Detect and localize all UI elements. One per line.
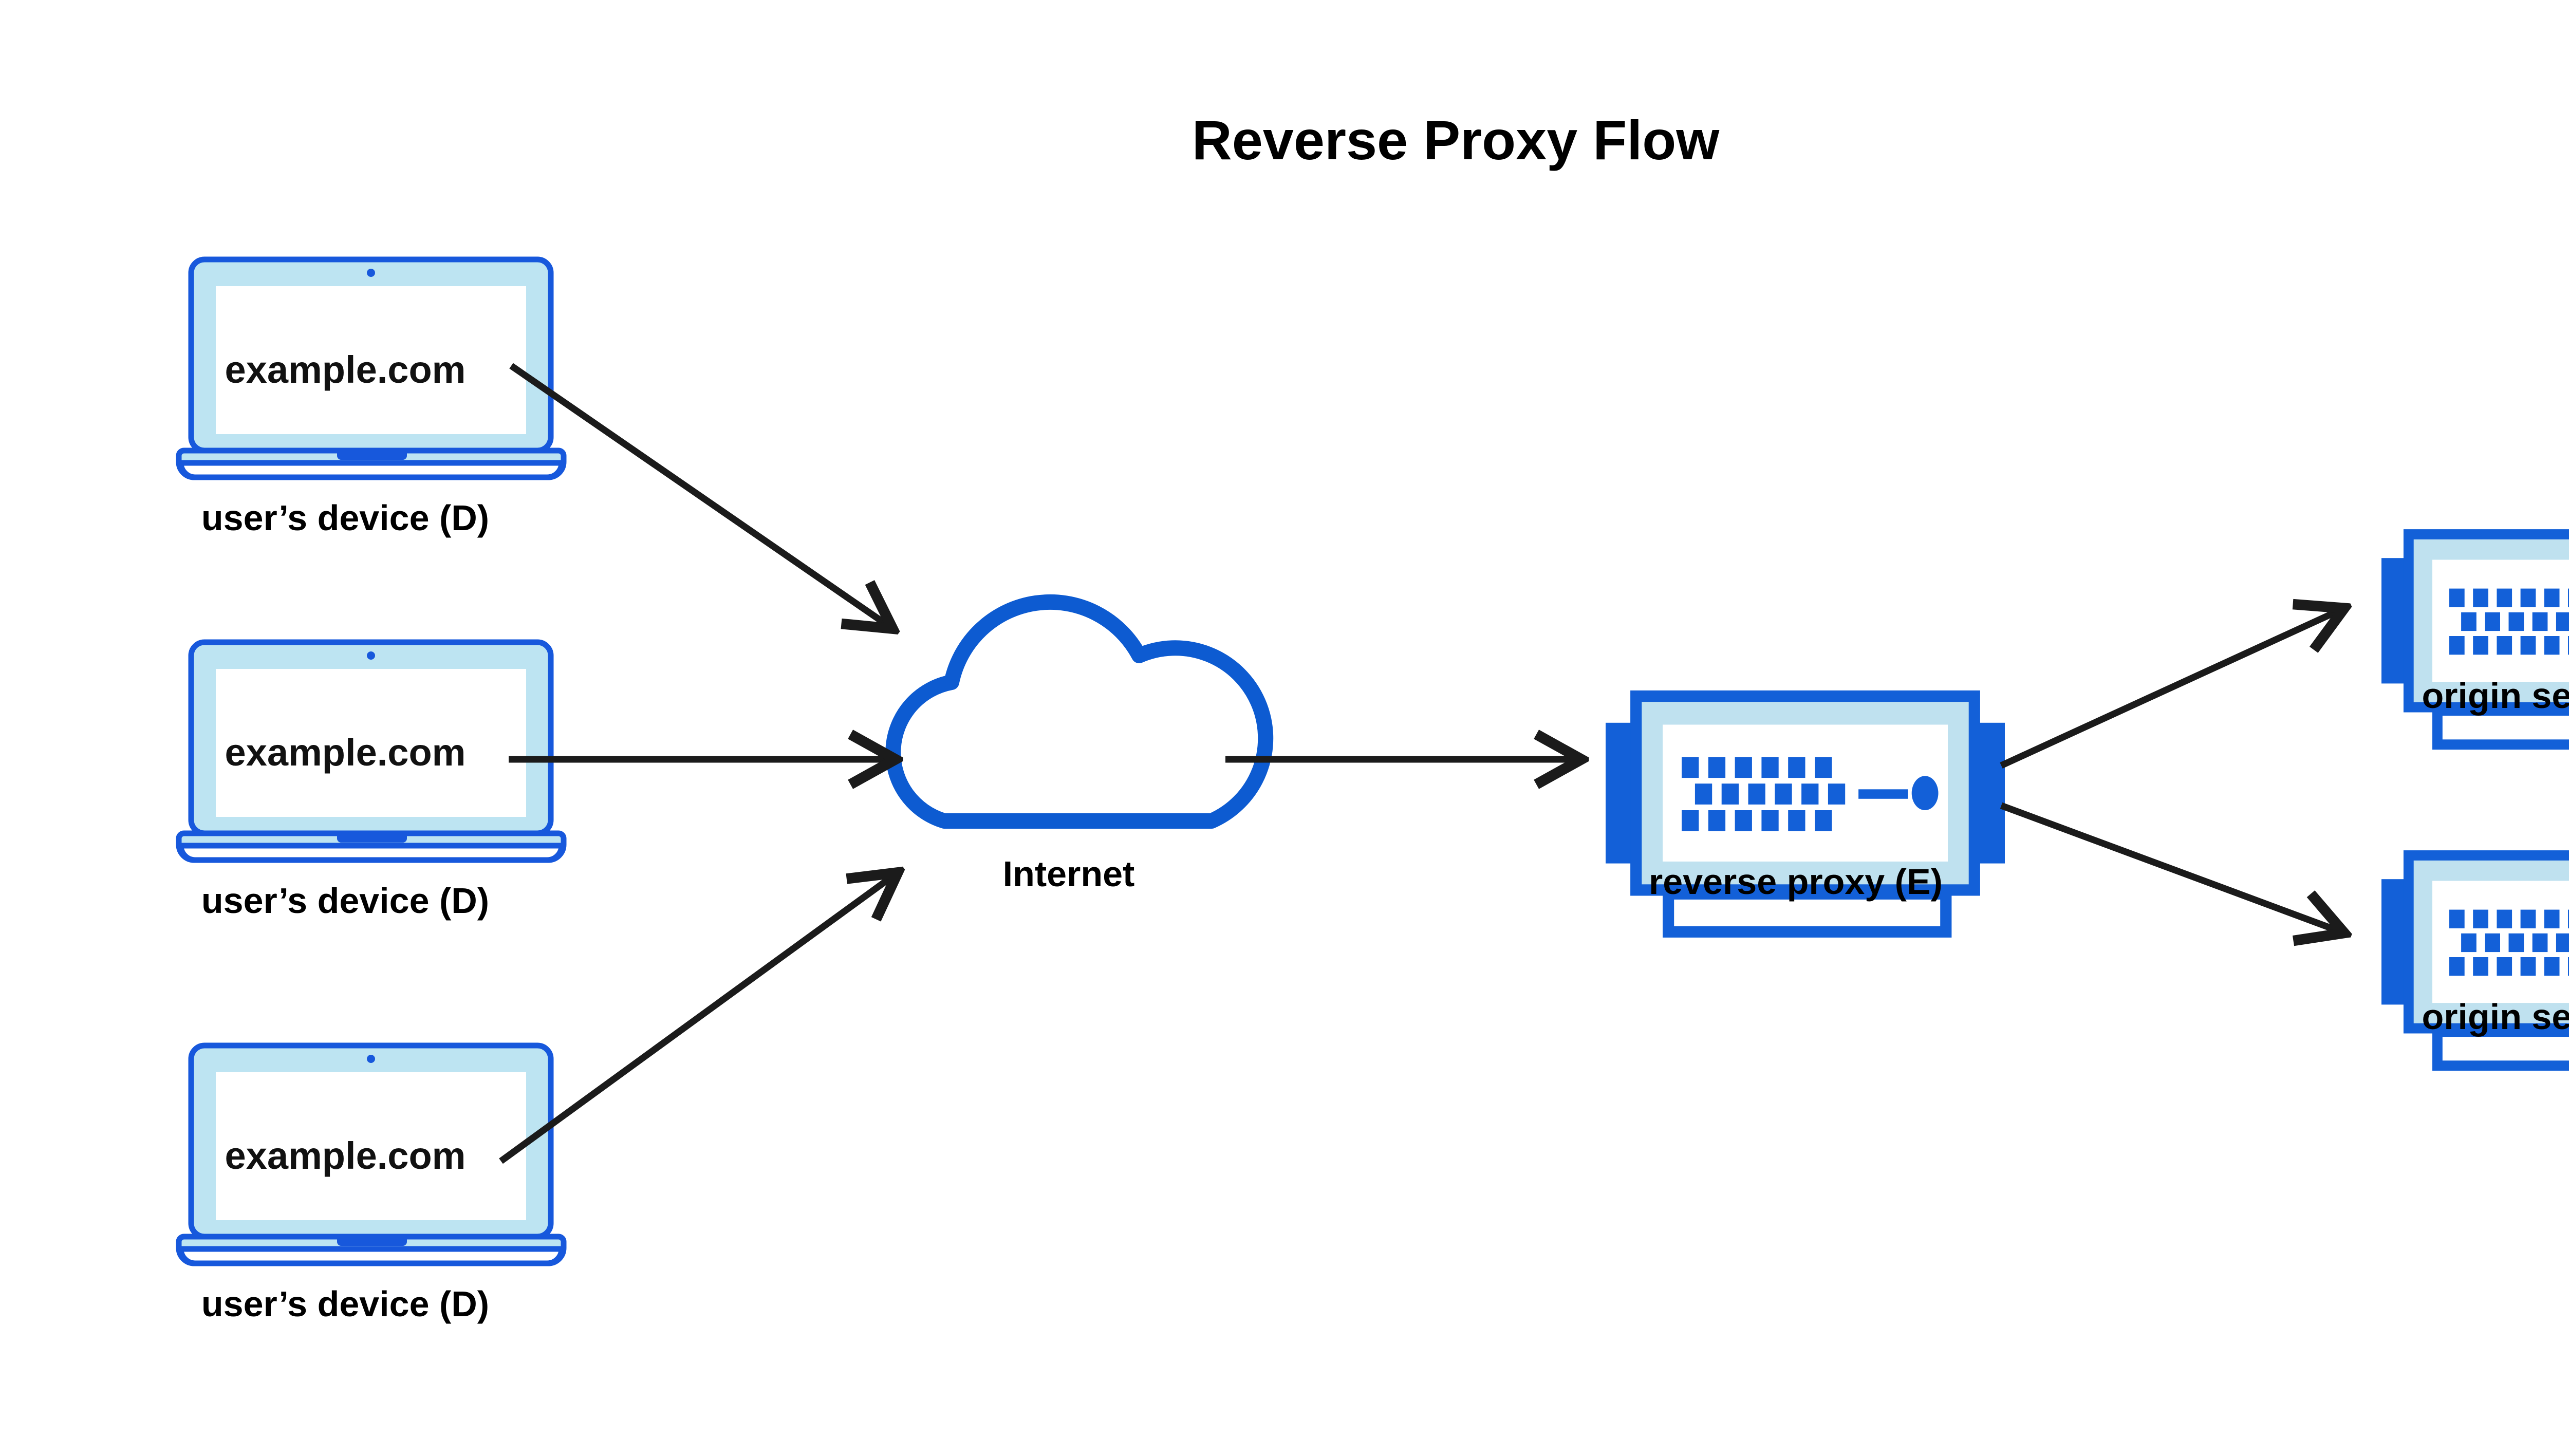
laptop-screen-text: example.com [225, 1134, 466, 1177]
cloud-icon [885, 594, 1274, 829]
node-client-3[interactable]: example.com user’s device (D) [179, 1046, 564, 1324]
node-client-2[interactable]: example.com user’s device (D) [179, 642, 564, 921]
laptop-screen-text: example.com [225, 731, 466, 774]
node-origin-2[interactable]: origin server (F) [2381, 855, 2569, 1066]
node-origin-1[interactable]: origin server (F) [2381, 534, 2569, 744]
laptop-screen-text: example.com [225, 348, 466, 391]
node-caption: origin server (F) [2422, 676, 2569, 716]
connector-client3-internet [499, 873, 897, 1164]
node-caption: Internet [1003, 854, 1135, 894]
page-title: Reverse Proxy Flow [1192, 109, 1720, 171]
node-client-1[interactable]: example.com user’s device (D) [179, 259, 564, 538]
connector-proxy-origin2 [2000, 802, 2343, 932]
node-reverse-proxy[interactable]: reverse proxy (E) [1606, 696, 2005, 932]
node-internet[interactable]: Internet [885, 594, 1274, 894]
node-caption: user’s device (D) [201, 498, 489, 538]
connector-client1-internet [509, 363, 891, 628]
connector-proxy-origin1 [2000, 609, 2343, 769]
node-caption: reverse proxy (E) [1649, 862, 1943, 902]
node-caption: user’s device (D) [201, 1284, 489, 1324]
node-caption: user’s device (D) [201, 881, 489, 921]
node-caption: origin server (F) [2422, 997, 2569, 1037]
